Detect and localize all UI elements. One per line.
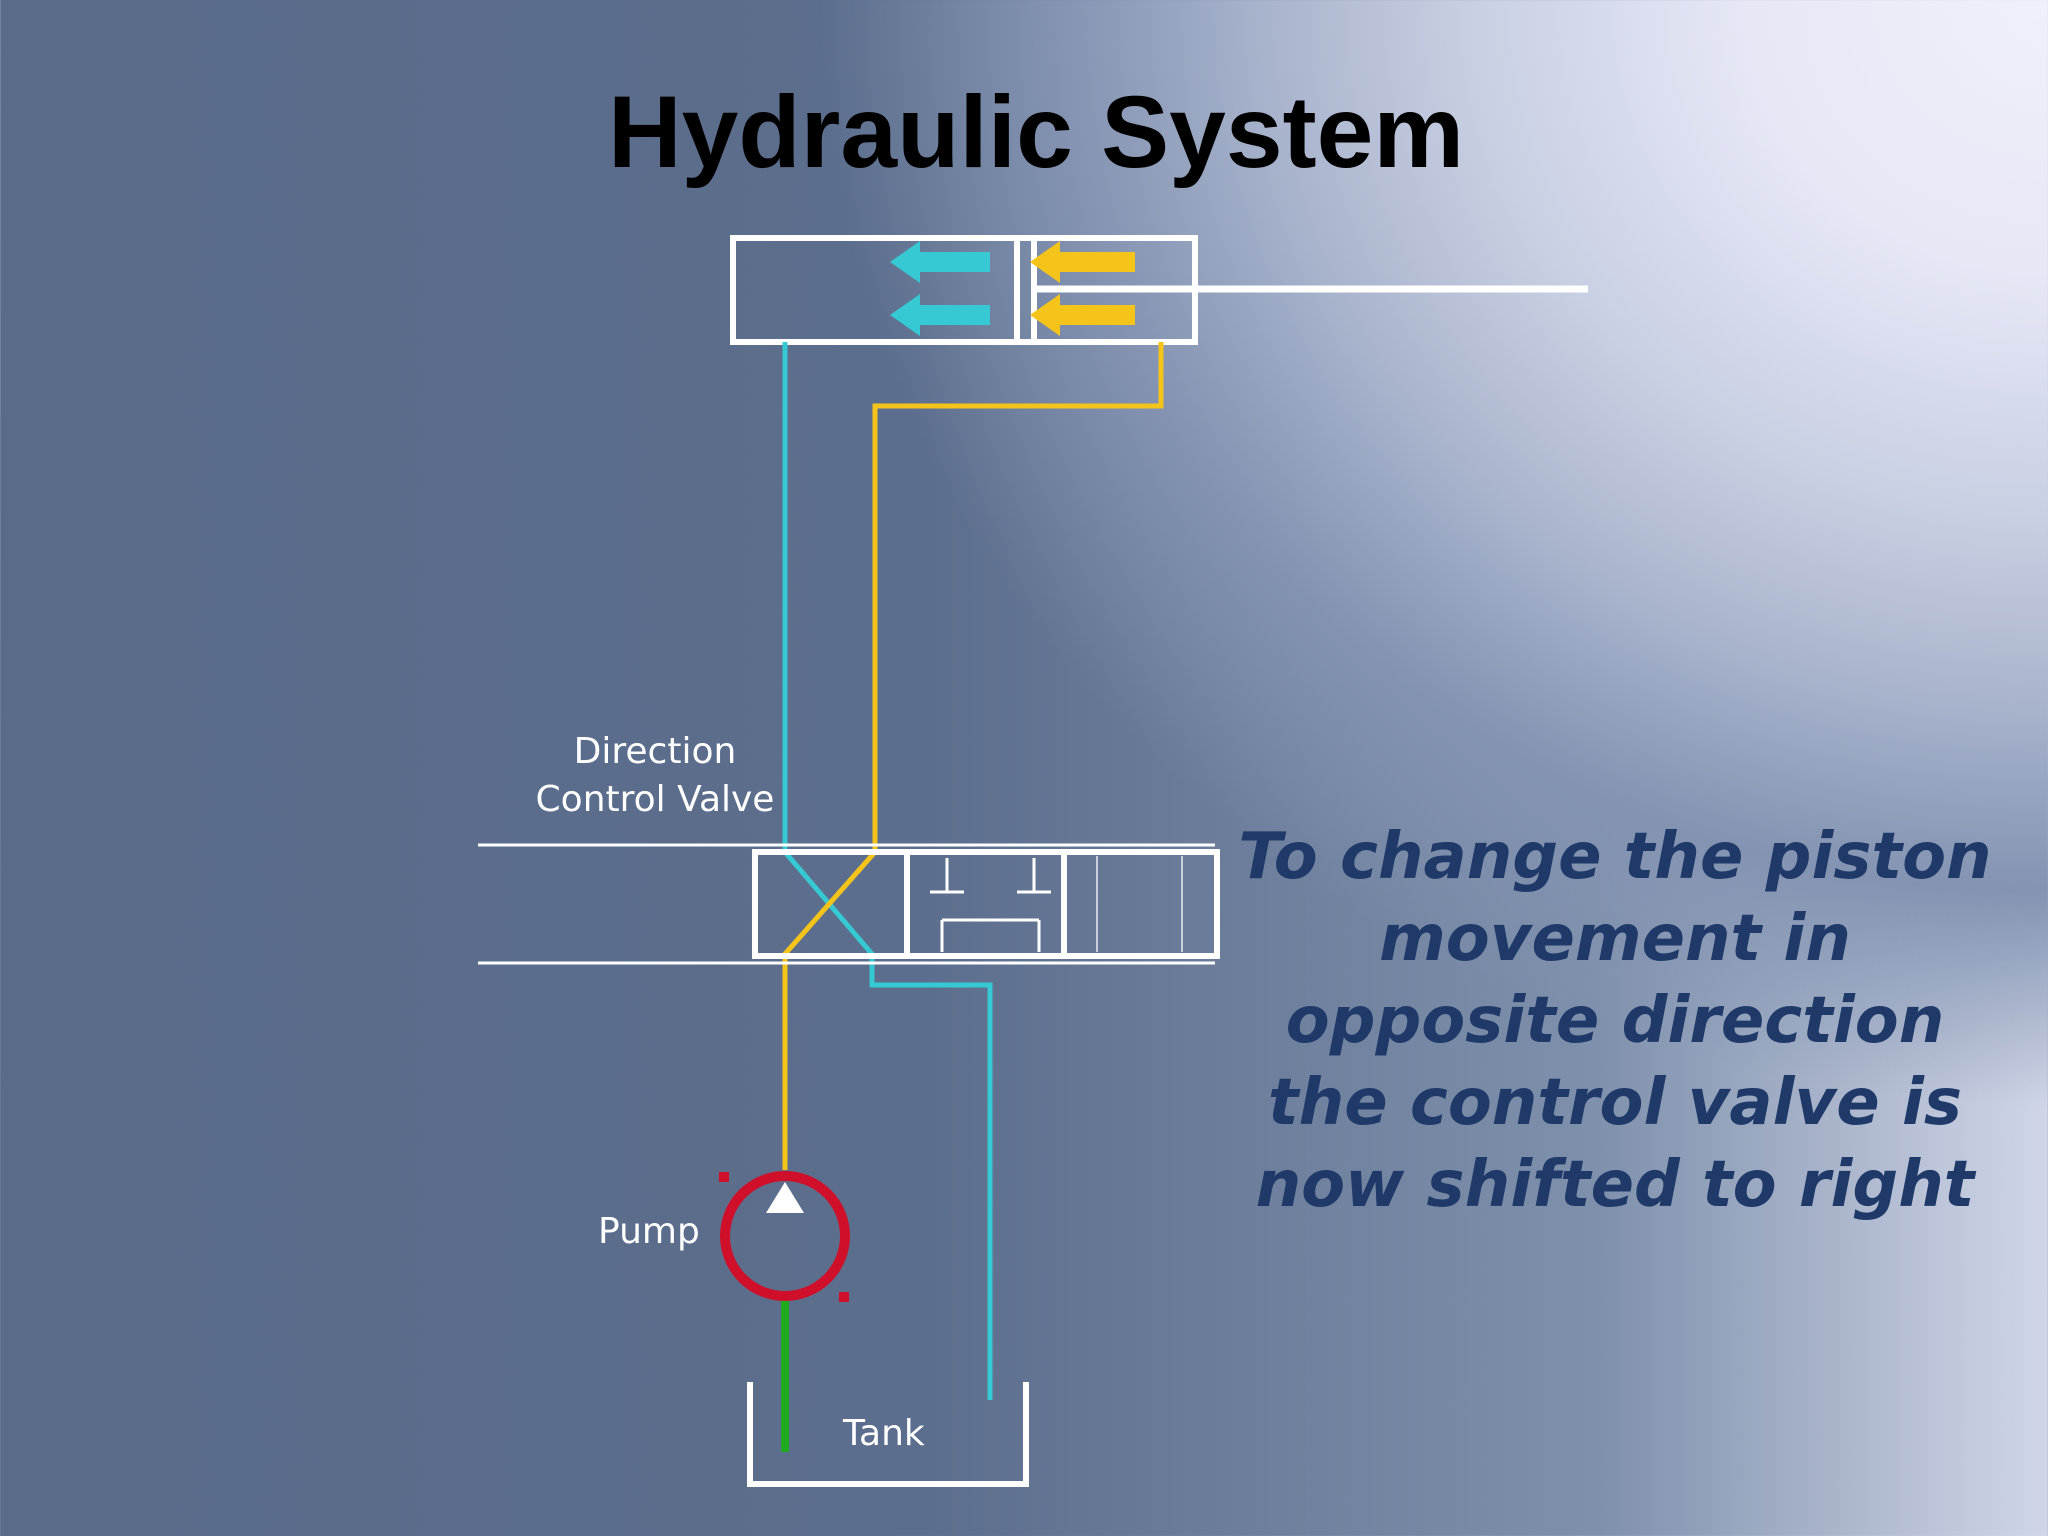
pump-direction-triangle-icon	[766, 1182, 804, 1213]
slide-title: Hydraulic System	[607, 75, 1465, 189]
cyan-arrow-icon	[890, 294, 990, 336]
yellow-arrow-icon	[1030, 241, 1135, 283]
explanation-text: To change the piston movement in opposit…	[1238, 820, 1992, 1222]
pressure-line	[782, 342, 1164, 1170]
pump-label: Pump	[598, 1211, 700, 1252]
valve-body	[752, 849, 1220, 959]
cyan-arrow-icon	[890, 241, 990, 283]
pump-marker	[719, 1172, 729, 1182]
return-line	[782, 342, 993, 1400]
cylinder	[730, 235, 1588, 345]
tank-label: Tank	[843, 1413, 925, 1454]
tank-icon	[747, 1382, 1029, 1487]
pump-marker	[839, 1292, 849, 1302]
pump-body	[720, 1171, 850, 1301]
pump	[719, 1171, 850, 1302]
flow-direction-arrows	[890, 241, 1135, 336]
direction-control-valve	[478, 843, 1220, 965]
yellow-arrow-icon	[1030, 294, 1135, 336]
